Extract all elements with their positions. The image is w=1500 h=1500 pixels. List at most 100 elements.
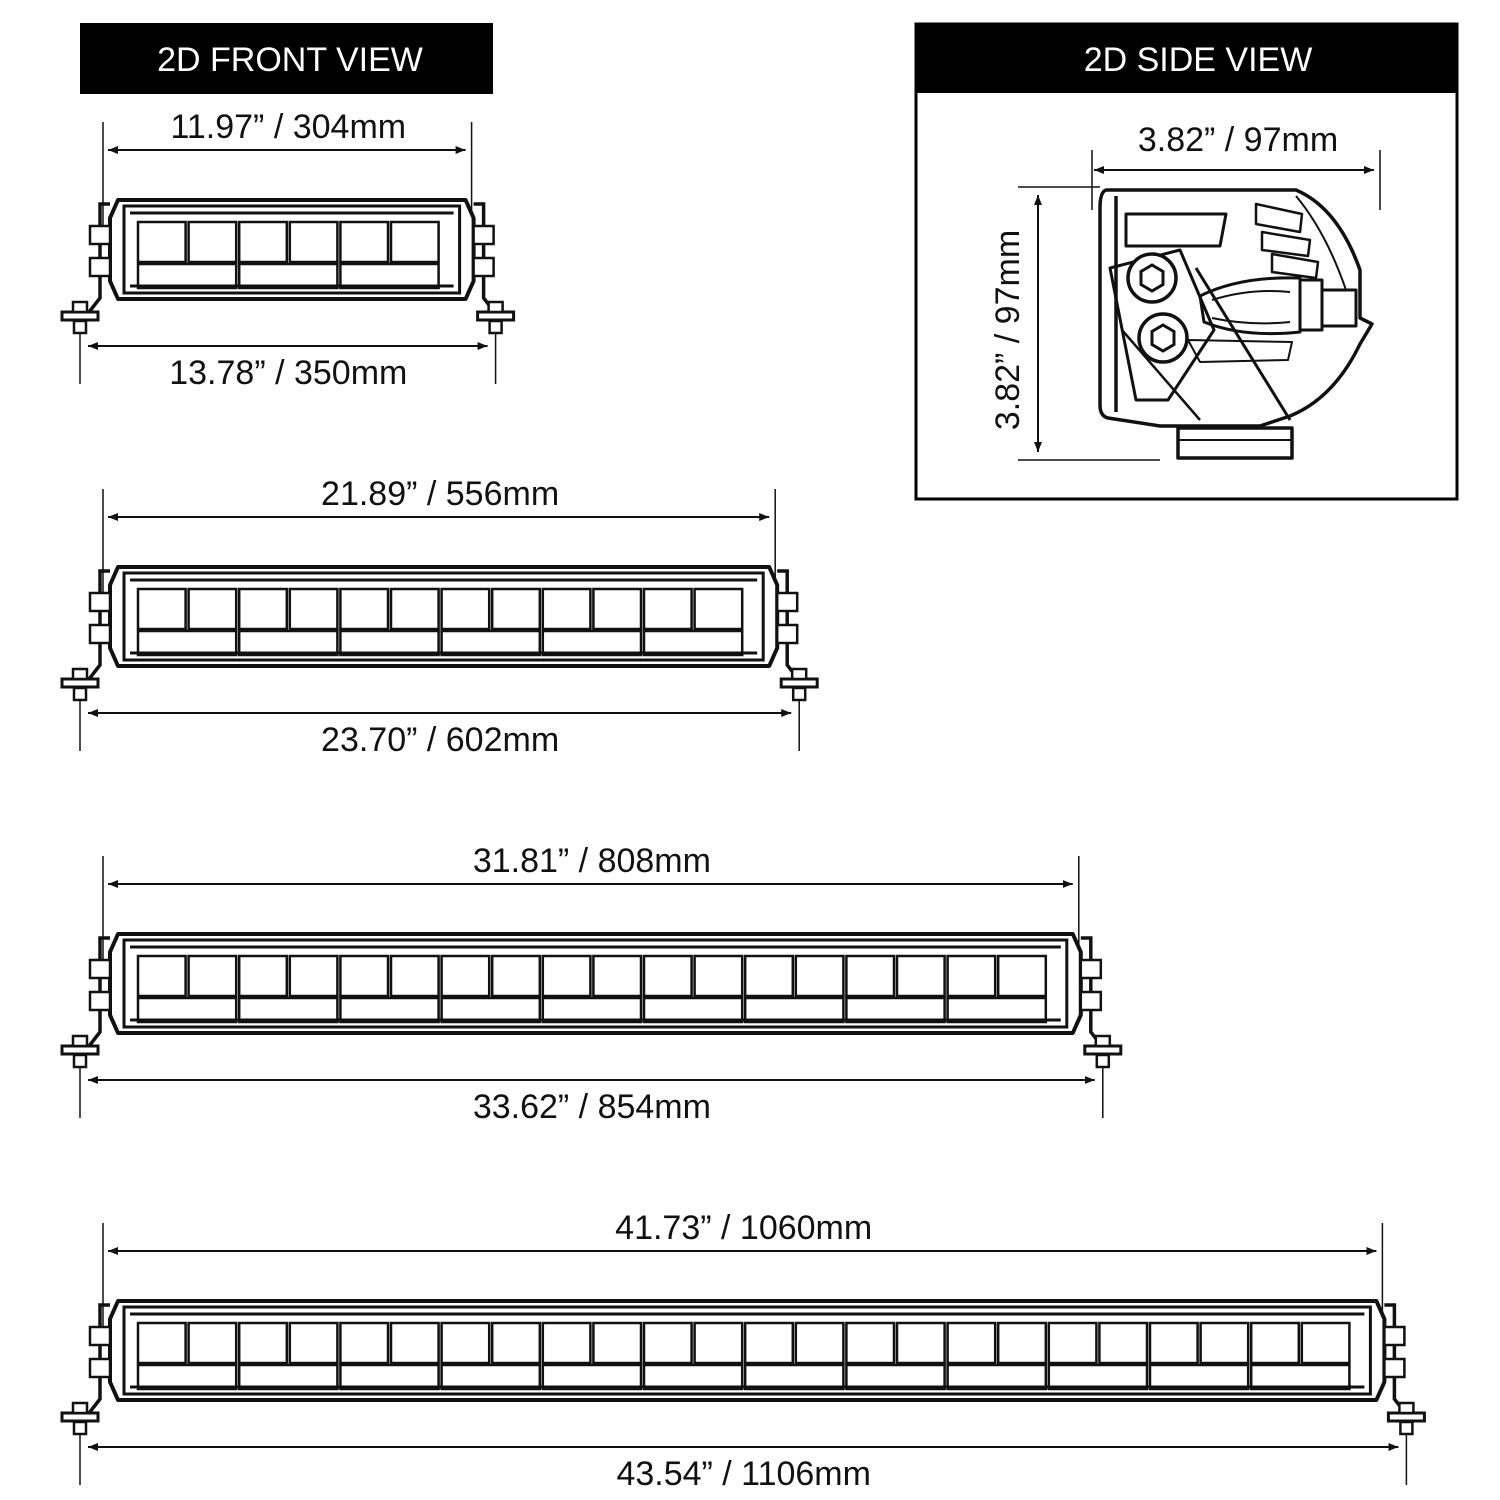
front-view-header: 2D FRONT VIEW	[80, 23, 493, 94]
mount-width-label: 33.62” / 854mm	[473, 1088, 711, 1126]
led-cell	[288, 954, 339, 998]
mount-nut	[790, 667, 808, 681]
mount-nut	[1398, 1401, 1415, 1415]
bar-housing	[108, 198, 476, 301]
bracket-bolt	[775, 623, 799, 645]
led-cell	[136, 220, 187, 264]
led-reflector	[237, 629, 339, 657]
led-reflector	[339, 1363, 440, 1391]
led-reflector	[136, 1363, 238, 1391]
light-bar-3: 31.81” / 808mm 33.62” / 854mm	[60, 842, 1123, 1126]
bar-frame	[122, 1305, 1372, 1396]
mount-bracket	[84, 569, 110, 685]
mount-nut	[1095, 1053, 1111, 1069]
led-reflector	[237, 262, 339, 290]
led-reflector	[136, 996, 238, 1024]
light-bar-4: 41.73” / 1060mm 43.54” / 1106mm	[60, 1209, 1426, 1493]
bracket-bolt	[88, 256, 112, 278]
led-cell	[187, 220, 238, 264]
led-cell	[490, 954, 542, 998]
mount-bracket	[84, 936, 110, 1052]
mount-nut	[71, 1401, 89, 1415]
led-cell	[693, 587, 744, 631]
led-cell	[996, 954, 1048, 998]
led-cell	[237, 1321, 289, 1365]
led-reflector	[339, 996, 440, 1024]
mount-nut	[71, 1034, 89, 1048]
bar-frame	[122, 938, 1069, 1029]
mount-width-label: 23.70” / 602mm	[321, 721, 559, 759]
led-cell	[895, 954, 946, 998]
led-cell	[693, 1321, 744, 1365]
mount-width-label: 43.54” / 1106mm	[616, 1455, 871, 1493]
led-reflector	[440, 1363, 542, 1391]
led-reflector	[743, 996, 845, 1024]
bar-frame	[122, 571, 765, 662]
led-reflector	[237, 996, 339, 1024]
led-cell	[541, 1321, 592, 1365]
led-reflector	[339, 629, 440, 657]
side-depth-dimension: 3.82” / 97mm	[1091, 121, 1381, 210]
led-cell	[440, 1321, 491, 1365]
led-cell	[237, 220, 289, 264]
mount-nut	[1399, 1420, 1414, 1436]
led-cell	[794, 1321, 845, 1365]
mount-nut	[72, 319, 88, 335]
led-reflector	[946, 1363, 1048, 1391]
hex-bolt-lower	[1137, 312, 1189, 364]
led-cell	[187, 954, 238, 998]
bracket-bolt	[88, 958, 112, 980]
bracket-bolt	[88, 591, 112, 613]
mount-nut	[71, 300, 89, 314]
led-cell	[237, 954, 289, 998]
led-cell	[440, 954, 491, 998]
bracket-bolt	[88, 623, 112, 645]
led-reflector	[136, 629, 238, 657]
mount-nut	[72, 1053, 88, 1069]
led-cell	[1098, 1321, 1149, 1365]
bracket-bolt	[1383, 1325, 1406, 1347]
led-cell	[288, 1321, 339, 1365]
mount-nut	[791, 686, 807, 702]
led-cell	[1148, 1321, 1199, 1365]
mount-nut	[72, 686, 88, 702]
led-cell	[136, 1321, 187, 1365]
led-reflector	[642, 629, 744, 657]
led-cell	[389, 1321, 440, 1365]
led-cell	[592, 1321, 643, 1365]
bar-housing	[108, 1299, 1387, 1402]
led-cell	[642, 587, 693, 631]
led-cell	[693, 954, 744, 998]
led-reflector	[541, 629, 643, 657]
bracket-bolt	[88, 1325, 112, 1347]
bracket-bolt	[88, 224, 112, 246]
side-depth-label: 3.82” / 97mm	[1138, 121, 1338, 159]
led-cell	[1300, 1321, 1351, 1365]
led-cell	[592, 587, 643, 631]
led-cell	[389, 954, 440, 998]
led-cell	[946, 1321, 997, 1365]
body-width-label: 21.89” / 556mm	[321, 475, 559, 513]
body-width-label: 31.81” / 808mm	[473, 842, 711, 880]
led-cell	[339, 1321, 390, 1365]
led-cell	[996, 1321, 1048, 1365]
led-reflector	[541, 1363, 643, 1391]
led-cell	[389, 220, 440, 264]
led-cell	[743, 1321, 795, 1365]
led-reflector	[339, 262, 440, 290]
led-cell	[136, 587, 187, 631]
led-cell	[389, 587, 440, 631]
led-cell	[845, 954, 896, 998]
body-width-label: 41.73” / 1060mm	[615, 1209, 872, 1247]
body-width-label: 11.97” / 304mm	[171, 108, 407, 146]
led-cell	[794, 954, 845, 998]
led-reflector	[440, 996, 542, 1024]
led-reflector	[1047, 1363, 1149, 1391]
bracket-bolt	[472, 256, 495, 278]
led-cell	[1249, 1321, 1301, 1365]
led-cell	[440, 587, 491, 631]
led-reflector	[642, 996, 744, 1024]
led-reflector	[136, 262, 238, 290]
